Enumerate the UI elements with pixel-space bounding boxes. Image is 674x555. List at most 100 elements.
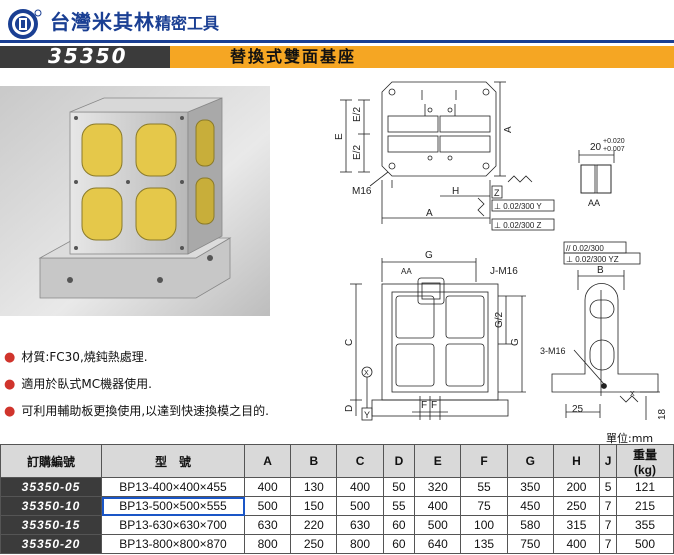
tol-perp-YZ: ⊥ 0.02/300 YZ — [566, 255, 619, 264]
col-G: G — [506, 444, 554, 478]
cell-C: 400 — [336, 477, 384, 497]
cell-G: 450 — [506, 496, 554, 516]
order-number-cell: 35350-15 — [0, 515, 102, 535]
cell-weight: 355 — [616, 515, 674, 535]
dim-C: C — [344, 339, 355, 346]
order-number-cell: 35350-10 — [0, 496, 102, 516]
cell-G: 580 — [506, 515, 554, 535]
table-row-selected[interactable]: 35350-10 BP13-500×500×555 500 150 500 55… — [0, 496, 674, 516]
col-order-number: 訂購編號 — [0, 444, 102, 478]
table-row[interactable]: 35350-20 BP13-800×800×870 800 250 800 60… — [0, 534, 674, 554]
table-row[interactable]: 35350-05 BP13-400×400×455 400 130 400 50… — [0, 477, 674, 497]
col-J: J — [599, 444, 617, 478]
cell-C: 500 — [336, 496, 384, 516]
tol-parallel: // 0.02/300 — [566, 244, 604, 253]
cell-G: 350 — [506, 477, 554, 497]
cell-J: 5 — [599, 477, 617, 497]
dim-D: D — [344, 405, 355, 412]
col-D: D — [382, 444, 416, 478]
cell-weight: 215 — [616, 496, 674, 516]
cell-A: 400 — [243, 477, 292, 497]
cell-F: 135 — [460, 534, 508, 554]
bullet-icon: ● — [4, 404, 16, 419]
col-E: E — [414, 444, 462, 478]
spec-table: 訂購編號 型 號 A B C D E F G H J 重量 (kg) 35350… — [0, 444, 674, 554]
cell-H: 200 — [552, 477, 601, 497]
front-view-outline — [381, 283, 499, 401]
tol-perp-Y: ⊥ 0.02/300 Y — [494, 202, 542, 211]
model-cell: BP13-800×800×870 — [101, 534, 245, 554]
cell-F: 100 — [460, 515, 508, 535]
dim-E2-top: E/2 — [352, 107, 363, 122]
cell-weight: 121 — [616, 477, 674, 497]
cell-D: 55 — [382, 496, 416, 516]
datum-X-side: X — [630, 391, 635, 398]
feature-item: ●適用於臥式MC機器使用. — [4, 377, 152, 392]
cell-H: 315 — [552, 515, 601, 535]
model-cell: BP13-400×400×455 — [101, 477, 245, 497]
col-model: 型 號 — [101, 444, 245, 478]
side-view-outline — [551, 283, 659, 393]
brand-name: 台灣米其林精密工具 — [50, 10, 220, 34]
dim-G-side: G — [510, 338, 521, 346]
label-3-M16: 3-M16 — [540, 346, 566, 356]
table-row[interactable]: 35350-15 BP13-630×630×700 630 220 630 60… — [0, 515, 674, 535]
col-C: C — [336, 444, 384, 478]
detail-tol-lower: +0.007 — [603, 146, 625, 153]
cell-E: 500 — [414, 515, 462, 535]
cell-D: 60 — [382, 534, 416, 554]
cell-H: 400 — [552, 534, 601, 554]
order-number-cell: 35350-05 — [0, 477, 102, 497]
dim-F2: F — [431, 400, 437, 411]
cell-B: 250 — [290, 534, 338, 554]
bullet-icon: ● — [4, 377, 16, 392]
datum-X-front: X — [364, 370, 369, 377]
detail-dim-20: 20 — [590, 142, 602, 153]
dim-M16: M16 — [352, 186, 372, 197]
datum-Z: Z — [494, 188, 500, 198]
cell-F: 55 — [460, 477, 508, 497]
cell-weight: 500 — [616, 534, 674, 554]
order-number-cell: 35350-20 — [0, 534, 102, 554]
model-cell-selected[interactable]: BP13-500×500×555 — [101, 496, 245, 516]
model-cell: BP13-630×630×700 — [101, 515, 245, 535]
cell-J: 7 — [599, 534, 617, 554]
col-weight: 重量 (kg) — [616, 444, 674, 478]
dim-H: H — [452, 186, 459, 197]
cell-C: 800 — [336, 534, 384, 554]
top-view-outline — [381, 81, 497, 177]
dim-18: 18 — [657, 408, 668, 420]
dim-F1: F — [421, 400, 427, 411]
dim-E: E — [334, 133, 345, 140]
col-A: A — [243, 444, 292, 478]
product-code-bar — [0, 46, 170, 68]
cell-A: 500 — [243, 496, 292, 516]
col-F: F — [460, 444, 508, 478]
cell-F: 75 — [460, 496, 508, 516]
dim-E2-bottom: E/2 — [352, 145, 363, 160]
dim-A-vertical: A — [503, 126, 514, 133]
col-H: H — [552, 444, 601, 478]
bullet-icon: ● — [4, 350, 16, 365]
cell-D: 60 — [382, 515, 416, 535]
header-divider — [0, 40, 674, 43]
datum-Y-front: Y — [364, 410, 370, 420]
cell-J: 7 — [599, 496, 617, 516]
cell-B: 150 — [290, 496, 338, 516]
feature-item: ●可利用輔助板更換使用,以達到快速換模之目的. — [4, 404, 269, 419]
dim-G-top: G — [425, 250, 433, 261]
col-B: B — [290, 444, 338, 478]
cell-D: 50 — [382, 477, 416, 497]
cell-E: 640 — [414, 534, 462, 554]
cell-B: 130 — [290, 477, 338, 497]
feature-list: ●材質:FC30,燒鈍熱處理. ●適用於臥式MC機器使用. ●可利用輔助板更換使… — [4, 344, 269, 425]
product-title-bar — [170, 46, 674, 68]
cell-G: 750 — [506, 534, 554, 554]
cell-E: 400 — [414, 496, 462, 516]
table-header-row: 訂購編號 型 號 A B C D E F G H J 重量 (kg) — [0, 444, 674, 478]
product-code: 35350 — [48, 44, 128, 68]
brand-subtitle: 精密工具 — [155, 14, 220, 33]
technical-drawing: E/2 E E/2 A M16 H A Z ⊥ 0.02/300 Y ⊥ 0.0… — [334, 81, 668, 421]
label-AA-front: AA — [401, 267, 412, 276]
cell-E: 320 — [414, 477, 462, 497]
